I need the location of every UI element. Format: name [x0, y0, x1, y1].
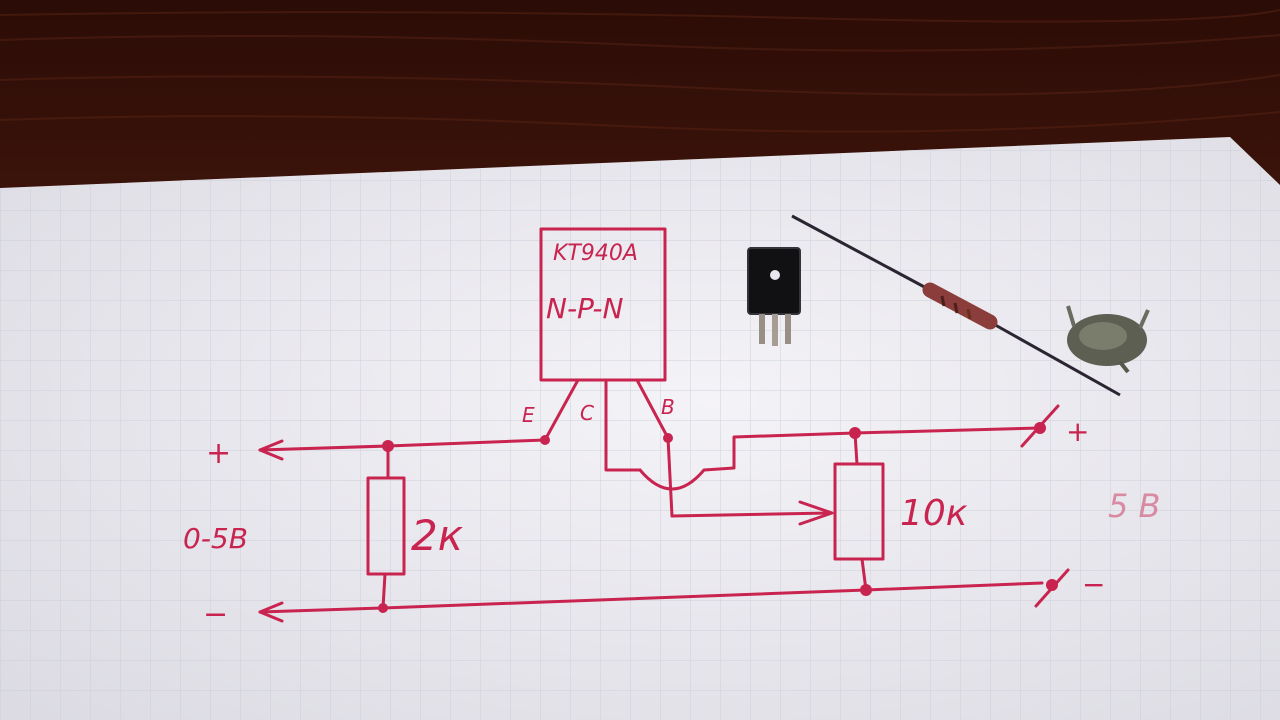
base-wiper-wire [666, 436, 832, 518]
junction-dot [382, 440, 394, 452]
output-range-label: 0-5B [183, 522, 248, 555]
potentiometer-component [1066, 305, 1150, 374]
supply-plus-label: + [1066, 415, 1089, 448]
resistor-value-label: 2к [411, 511, 464, 560]
transistor-box [539, 227, 667, 382]
output-plus-label: + [206, 436, 231, 471]
junction-dot [1034, 422, 1046, 434]
transistor-component [747, 247, 801, 346]
pin-c-label: C [580, 401, 594, 425]
collector-lead [604, 378, 642, 472]
resistor-2k-lead-bottom [381, 572, 387, 610]
output-minus-label: − [203, 597, 228, 632]
emitter-lead [543, 378, 580, 442]
resistor-component [791, 214, 1121, 397]
pot-value-label: 10к [900, 493, 968, 534]
minus-rail-wire [258, 581, 1044, 614]
base-lead [635, 378, 670, 440]
output-plus-arrow [258, 439, 284, 461]
wood-grain [0, 9, 1280, 133]
junction-dot [540, 435, 550, 445]
transistor-type-label: N-P-N [546, 292, 624, 325]
supply-minus-label: − [1082, 568, 1105, 601]
junction-dot [860, 584, 872, 596]
supply-voltage-label: 5 B [1108, 487, 1160, 525]
junction-dot [1046, 579, 1058, 591]
transistor-model-label: KT940A [553, 241, 638, 266]
pin-b-label: B [661, 395, 675, 419]
junction-dots [378, 422, 1058, 613]
junction-dot [378, 603, 388, 613]
pot-body [833, 462, 885, 561]
pin-e-label: E [522, 403, 535, 427]
wiper-arrow [798, 500, 834, 526]
junction-dot [849, 427, 861, 439]
junction-dot [663, 433, 673, 443]
collector-supply-wire [638, 426, 1042, 491]
output-minus-arrow [258, 601, 284, 623]
graph-paper [0, 137, 1280, 720]
